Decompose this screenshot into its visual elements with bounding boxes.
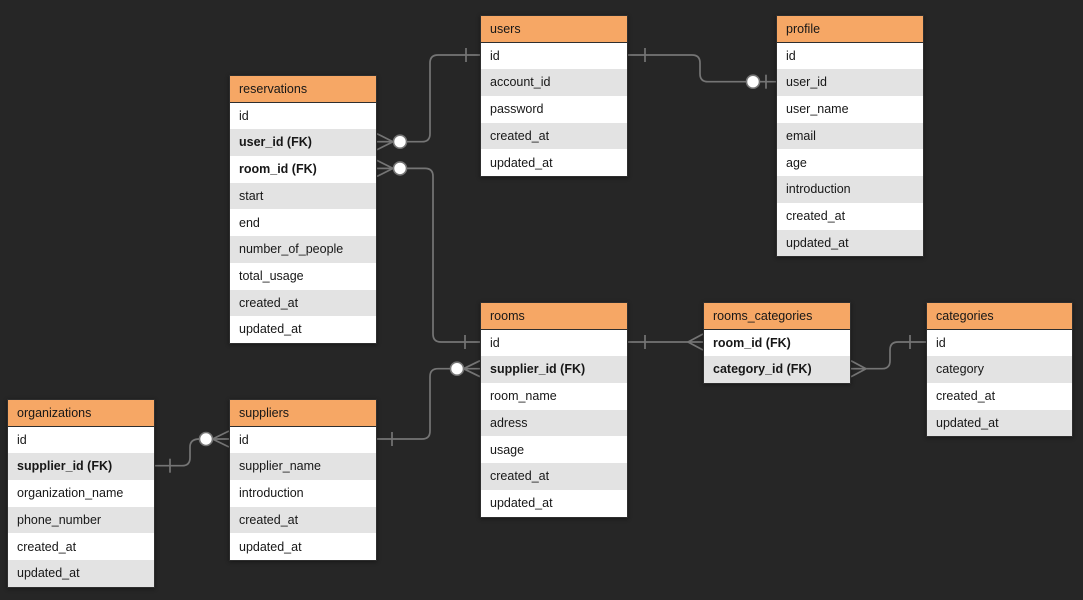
table-organizations-field-updated_at[interactable]: updated_at (8, 560, 154, 587)
table-reservations-field-id[interactable]: id (230, 102, 376, 130)
table-rooms-field-room_name[interactable]: room_name (481, 383, 627, 410)
table-suppliers-header[interactable]: suppliers (230, 400, 376, 427)
relation-rooms-rooms_categories[interactable] (628, 333, 704, 351)
table-reservations-field-end[interactable]: end (230, 209, 376, 237)
table-profile-field-created_at[interactable]: created_at (777, 202, 923, 230)
table-organizations-field-supplier_id[interactable]: supplier_id (FK) (8, 453, 154, 481)
table-rooms-field-updated_at[interactable]: updated_at (481, 489, 627, 517)
table-reservations-field-user_id[interactable]: user_id (FK) (230, 129, 376, 157)
table-categories-field-created_at[interactable]: created_at (927, 383, 1072, 410)
table-categories-field-category[interactable]: category (927, 356, 1072, 384)
table-suppliers-field-supplier_name[interactable]: supplier_name (230, 453, 376, 481)
table-rooms-field-created_at[interactable]: created_at (481, 463, 627, 490)
table-organizations-field-phone_number[interactable]: phone_number (8, 506, 154, 534)
table-suppliers-field-created_at[interactable]: created_at (230, 506, 376, 534)
table-categories-header[interactable]: categories (927, 303, 1072, 330)
relation-reservations-rooms[interactable] (376, 159, 480, 349)
table-users-field-account_id[interactable]: account_id (481, 69, 627, 97)
table-users-field-created_at[interactable]: created_at (481, 122, 627, 150)
table-rooms_categories-header[interactable]: rooms_categories (704, 303, 850, 330)
table-rooms-field-id[interactable]: id (481, 329, 627, 357)
table-organizations-header[interactable]: organizations (8, 400, 154, 427)
table-reservations-field-start[interactable]: start (230, 182, 376, 210)
table-rooms-field-supplier_id[interactable]: supplier_id (FK) (481, 356, 627, 384)
table-categories-field-updated_at[interactable]: updated_at (927, 409, 1072, 437)
table-reservations-field-updated_at[interactable]: updated_at (230, 316, 376, 343)
table-reservations-field-total_usage[interactable]: total_usage (230, 262, 376, 290)
table-categories-field-id[interactable]: id (927, 329, 1072, 357)
table-profile-field-id[interactable]: id (777, 42, 923, 70)
table-reservations-field-created_at[interactable]: created_at (230, 289, 376, 317)
table-profile-field-age[interactable]: age (777, 149, 923, 177)
table-profile-header[interactable]: profile (777, 16, 923, 43)
table-users-field-password[interactable]: password (481, 96, 627, 123)
table-reservations-field-number_of_people[interactable]: number_of_people (230, 236, 376, 263)
relation-users-profile[interactable] (628, 48, 776, 89)
table-reservations-field-room_id[interactable]: room_id (FK) (230, 156, 376, 183)
table-organizations-field-created_at[interactable]: created_at (8, 533, 154, 561)
table-profile-field-user_name[interactable]: user_name (777, 96, 923, 123)
relation-organizations-suppliers[interactable] (155, 430, 230, 473)
table-organizations-field-organization_name[interactable]: organization_name (8, 480, 154, 507)
table-rooms_categories-field-category_id[interactable]: category_id (FK) (704, 356, 850, 384)
table-profile-field-introduction[interactable]: introduction (777, 176, 923, 203)
table-profile-field-user_id[interactable]: user_id (777, 69, 923, 97)
relation-reservations-users[interactable] (376, 48, 480, 151)
table-suppliers-field-introduction[interactable]: introduction (230, 480, 376, 507)
table-suppliers-field-updated_at[interactable]: updated_at (230, 533, 376, 561)
table-profile-field-email[interactable]: email (777, 122, 923, 150)
table-reservations-header[interactable]: reservations (230, 76, 376, 103)
table-rooms-field-usage[interactable]: usage (481, 436, 627, 464)
table-organizations-field-id[interactable]: id (8, 426, 154, 454)
table-users-header[interactable]: users (481, 16, 627, 43)
table-rooms-field-adress[interactable]: adress (481, 409, 627, 437)
table-suppliers-field-id[interactable]: id (230, 426, 376, 454)
table-rooms_categories-field-room_id[interactable]: room_id (FK) (704, 329, 850, 357)
table-users-field-id[interactable]: id (481, 42, 627, 70)
relation-rooms_categories-categories[interactable] (850, 335, 926, 378)
table-users-field-updated_at[interactable]: updated_at (481, 149, 627, 177)
table-profile-field-updated_at[interactable]: updated_at (777, 229, 923, 257)
relation-suppliers-rooms[interactable] (377, 359, 481, 446)
table-rooms-header[interactable]: rooms (481, 303, 627, 330)
